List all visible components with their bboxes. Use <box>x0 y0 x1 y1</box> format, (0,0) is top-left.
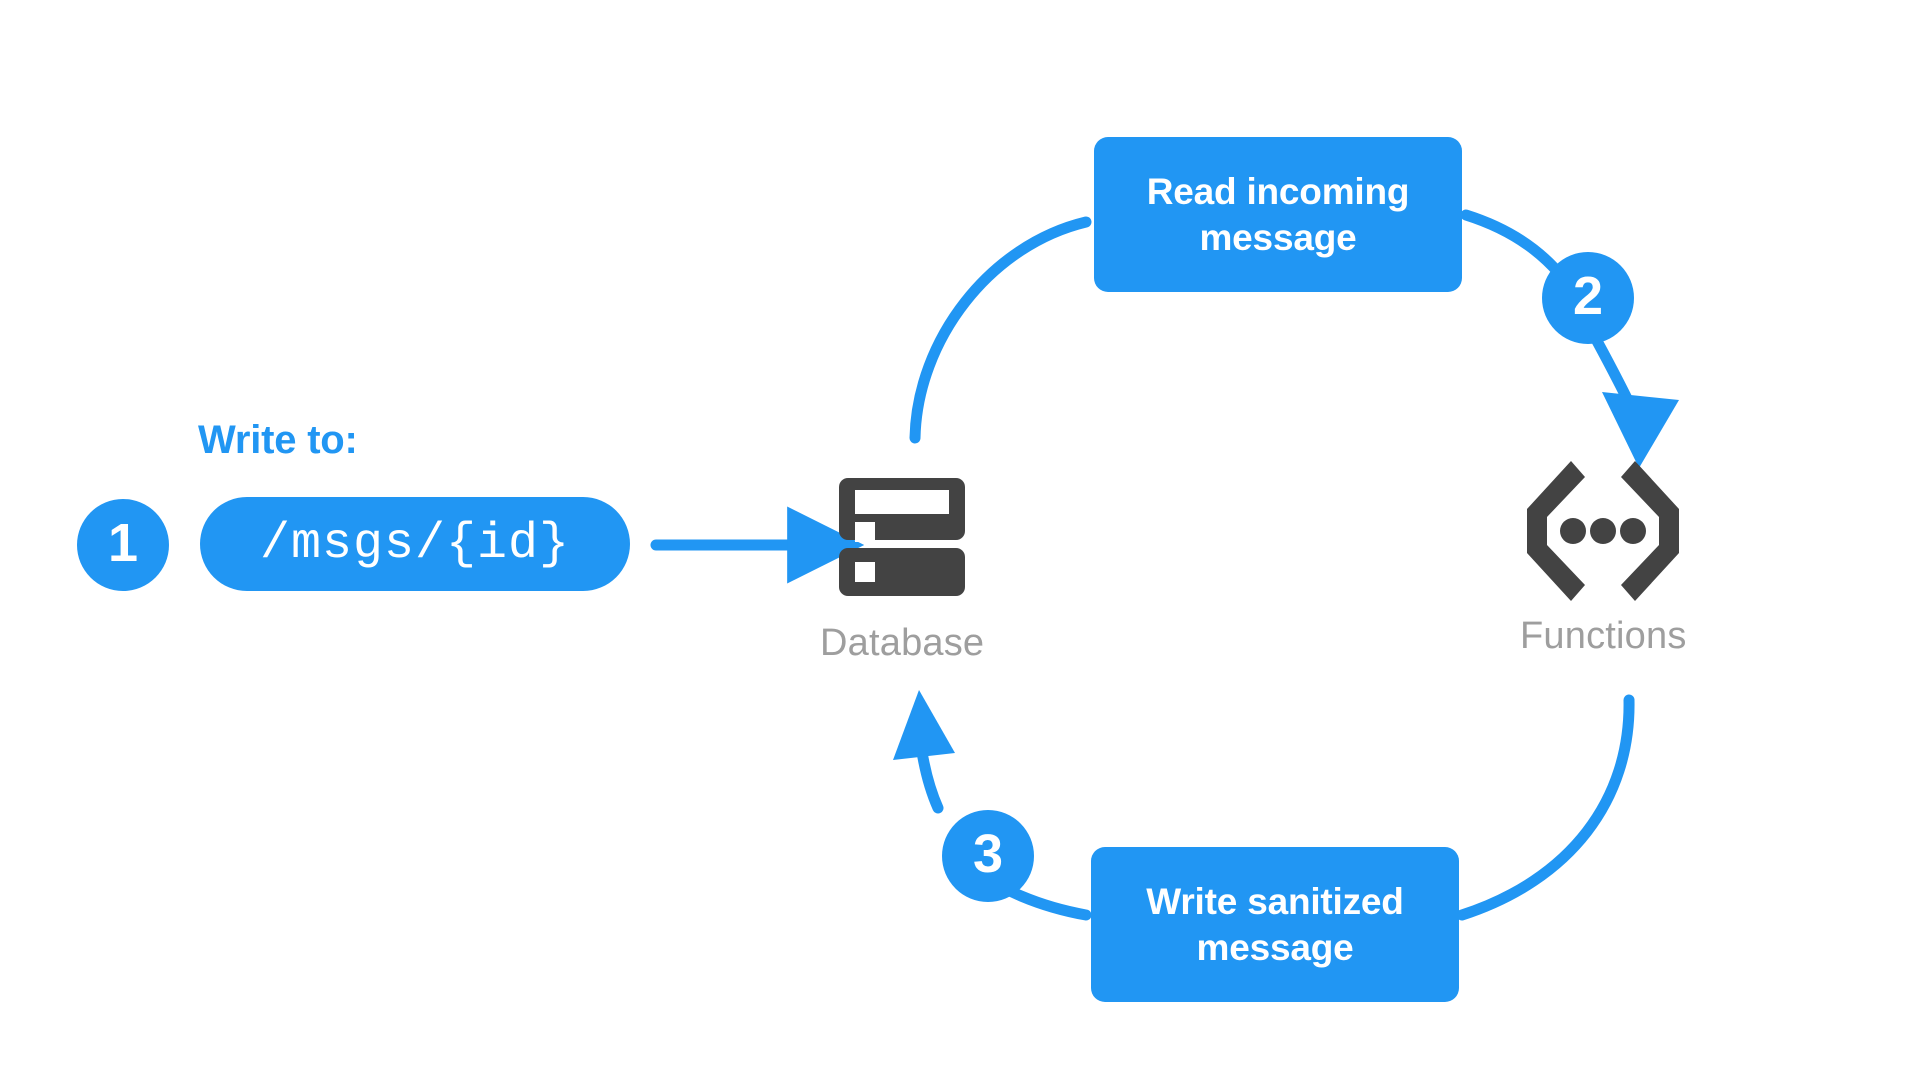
service-label-database: Database <box>820 622 985 664</box>
path-pill[interactable]: /msgs/{id} <box>200 497 630 591</box>
step-badge-2: 2 <box>1542 252 1634 344</box>
write-to-caption: Write to: <box>198 418 358 462</box>
action-box-write-line1: Write sanitized <box>1146 880 1404 922</box>
path-pill-label: /msgs/{id} <box>259 515 571 573</box>
action-box-write-sanitized-message[interactable]: Write sanitized message <box>1091 847 1459 1002</box>
service-node-database[interactable]: Database <box>820 462 984 665</box>
connector-database-to-read <box>909 216 1092 444</box>
connector-functions-to-write <box>1456 694 1635 921</box>
action-box-read-incoming-message[interactable]: Read incoming message <box>1094 137 1462 292</box>
action-box-read-line2: message <box>1199 216 1357 258</box>
action-box-read-line1: Read incoming <box>1146 170 1410 212</box>
functions-braces-icon <box>1527 461 1680 601</box>
database-icon <box>839 478 966 596</box>
action-box-read-label: Read incoming message <box>1147 169 1410 261</box>
action-box-write-line2: message <box>1196 926 1354 968</box>
action-box-write-label: Write sanitized message <box>1146 879 1404 971</box>
service-label-functions: Functions <box>1520 615 1687 657</box>
service-node-functions[interactable]: Functions <box>1520 455 1687 658</box>
step-badge-3: 3 <box>942 810 1034 902</box>
step-badge-1: 1 <box>77 499 169 591</box>
